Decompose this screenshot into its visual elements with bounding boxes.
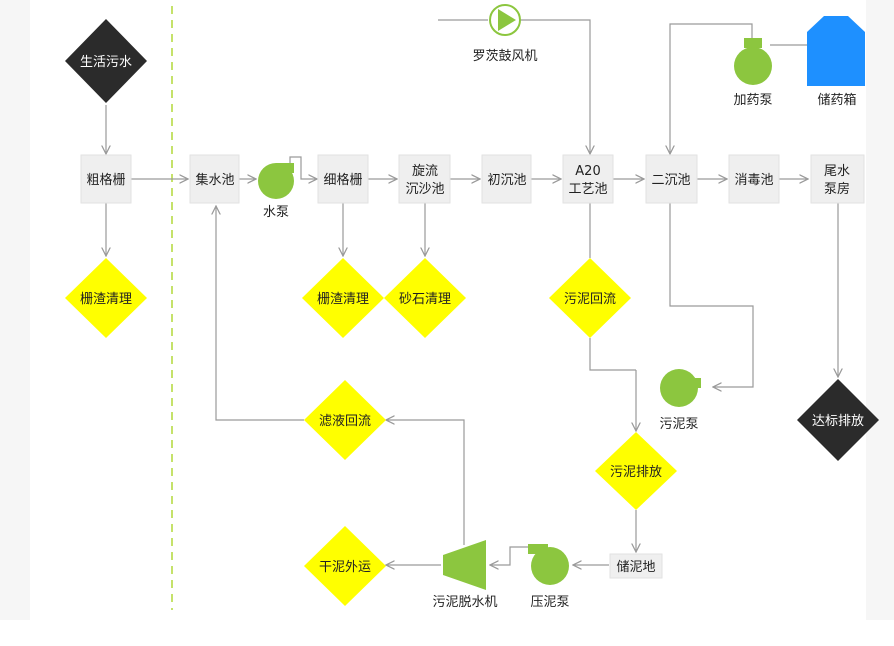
screen-residue-clean-1-label: 栅渣清理 <box>80 292 132 307</box>
box-disinfection-tank: 消毒池 <box>728 154 780 204</box>
discharge-label: 达标排放 <box>812 414 864 429</box>
box-tail-pump-room: 尾水 泵房 <box>810 154 865 204</box>
box-vortex-grit-chamber: 旋流 沉沙池 <box>398 154 451 204</box>
decision-screen-residue-clean-2: 栅渣清理 <box>302 258 384 338</box>
decision-dry-sludge-out: 干泥外运 <box>304 526 386 606</box>
terminal-domestic-sewage: 生活污水 <box>65 19 147 103</box>
water-pump-icon: 水泵 <box>258 163 294 220</box>
coarse-screen-label: 粗格栅 <box>86 172 125 188</box>
decision-sludge-return: 污泥回流 <box>549 258 631 338</box>
decision-filtrate-return: 滤液回流 <box>304 380 386 460</box>
press-pump-label: 压泥泵 <box>530 595 569 610</box>
a2o-label-1: A20 <box>575 164 600 179</box>
filtrate-return-label: 滤液回流 <box>319 414 371 429</box>
secondary-clarifier-label: 二沉池 <box>651 173 690 188</box>
decision-grit-clean: 砂石清理 <box>384 258 466 338</box>
grit-clean-label: 砂石清理 <box>399 292 451 307</box>
dosing-pump-icon: 加药泵 <box>733 38 773 108</box>
box-sludge-storage: 储泥地 <box>609 553 663 579</box>
box-a2o-tank: A20 工艺池 <box>562 154 614 204</box>
dry-sludge-out-label: 干泥外运 <box>319 560 371 575</box>
dewatering-machine-icon: 污泥脱水机 <box>432 540 498 610</box>
box-primary-clarifier: 初沉池 <box>481 154 532 204</box>
press-pump-icon: 压泥泵 <box>528 544 570 610</box>
vortex-grit-label-1: 旋流 <box>412 164 438 179</box>
box-collection-tank: 集水池 <box>189 154 240 204</box>
tail-pump-label-1: 尾水 <box>824 164 850 179</box>
box-secondary-clarifier: 二沉池 <box>645 154 698 204</box>
tail-pump-label-2: 泵房 <box>824 181 850 197</box>
dewatering-machine-label: 污泥脱水机 <box>432 595 497 610</box>
sludge-return-label: 污泥回流 <box>564 292 616 307</box>
roots-blower-label: 罗茨鼓风机 <box>472 49 537 64</box>
disinfection-tank-label: 消毒池 <box>734 173 773 188</box>
screen-residue-clean-2-label: 栅渣清理 <box>317 292 369 307</box>
decision-sludge-discharge: 污泥排放 <box>595 432 677 510</box>
primary-clarifier-label: 初沉池 <box>487 173 526 188</box>
sludge-discharge-label: 污泥排放 <box>610 465 662 480</box>
right-margin-panel <box>866 0 894 620</box>
collection-tank-label: 集水池 <box>195 172 234 188</box>
connector-lines <box>106 19 838 565</box>
sludge-storage-label: 储泥地 <box>616 560 655 575</box>
terminal-discharge: 达标排放 <box>797 379 879 461</box>
left-margin-panel <box>0 0 30 620</box>
fine-screen-label: 细格栅 <box>323 172 362 188</box>
a2o-label-2: 工艺池 <box>568 182 607 197</box>
sludge-pump-icon: 污泥泵 <box>659 369 701 432</box>
box-fine-screen: 细格栅 <box>317 154 369 204</box>
chemical-tank-icon: 储药箱 <box>807 16 865 108</box>
vortex-grit-label-2: 沉沙池 <box>405 182 444 197</box>
roots-blower-icon: 罗茨鼓风机 <box>472 4 538 64</box>
chemical-tank-label: 储药箱 <box>817 92 856 108</box>
decision-screen-residue-clean-1: 栅渣清理 <box>65 258 147 338</box>
terminal-domestic-sewage-label: 生活污水 <box>80 55 132 70</box>
sludge-pump-label: 污泥泵 <box>659 417 698 432</box>
box-coarse-screen: 粗格栅 <box>80 154 132 204</box>
dosing-pump-label: 加药泵 <box>733 93 772 108</box>
water-pump-label: 水泵 <box>263 205 289 220</box>
